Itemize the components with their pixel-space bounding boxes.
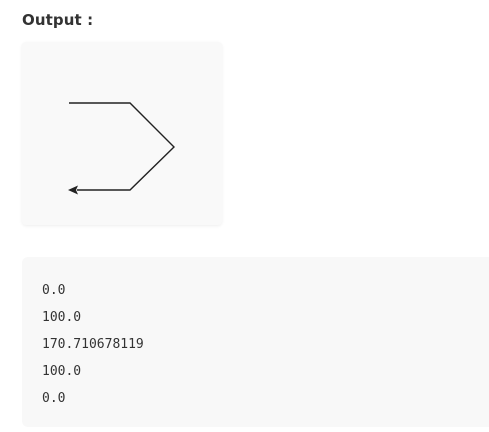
- code-output-block: 0.0 100.0 170.710678119 100.0 0.0: [22, 257, 489, 427]
- code-output-line: 100.0: [42, 364, 82, 379]
- code-output-line: 0.0: [42, 283, 66, 298]
- code-output-line: 100.0: [42, 310, 82, 325]
- turtle-path-arrow-icon: [68, 102, 175, 195]
- figure-card: [22, 42, 222, 225]
- turtle-arrowhead-icon: [68, 185, 78, 195]
- turtle-path-line: [69, 102, 175, 191]
- code-output-lines: 0.0 100.0 170.710678119 100.0 0.0: [42, 277, 144, 412]
- code-output-line: 0.0: [42, 391, 66, 406]
- code-output-line: 170.710678119: [42, 337, 144, 352]
- output-heading: Output :: [22, 11, 94, 29]
